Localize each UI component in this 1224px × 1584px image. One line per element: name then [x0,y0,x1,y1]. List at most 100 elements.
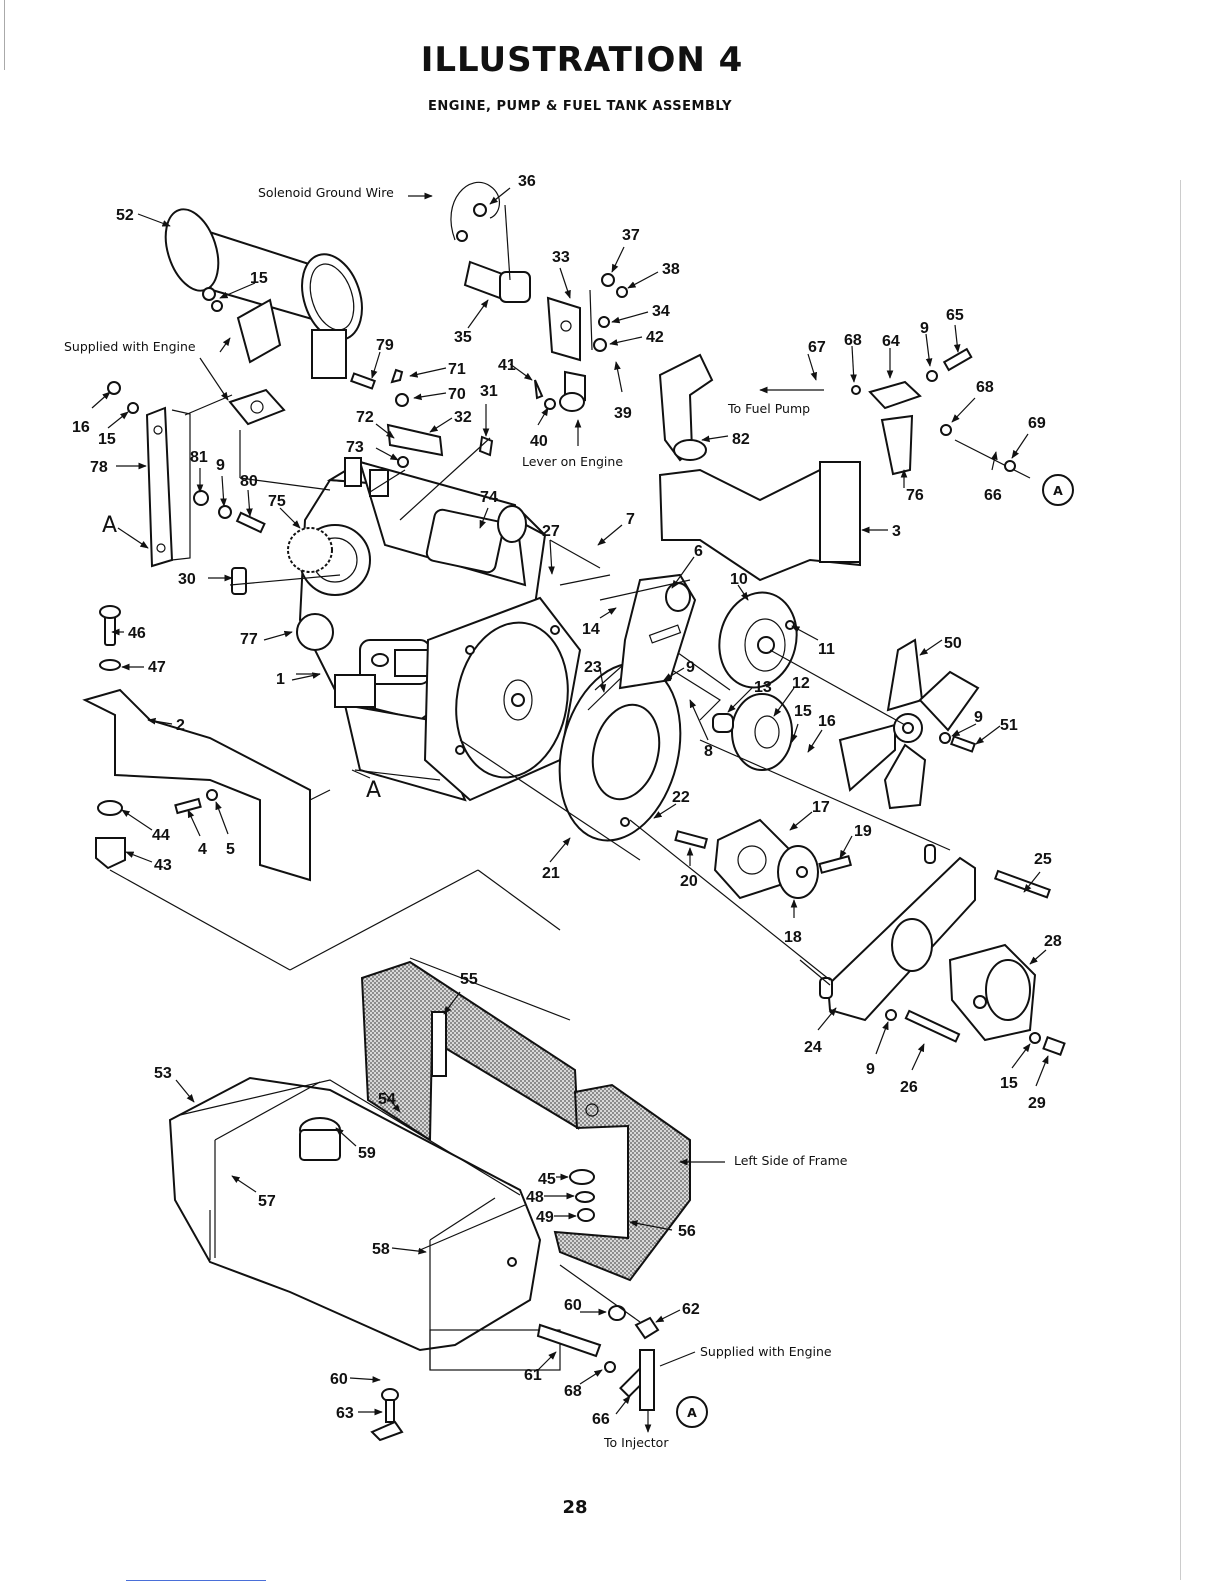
part-label: 18 [784,929,802,946]
engine-mount-frame [658,353,861,582]
part-label: 25 [1034,851,1052,868]
part-label: 52 [116,207,134,224]
part-label: 1 [276,671,285,688]
part-label: 9 [686,659,695,676]
part-label: 61 [524,1367,542,1384]
note-left-side-of-frame: Left Side of Frame [734,1153,848,1168]
part-label: 9 [866,1061,875,1078]
part-label: 35 [454,329,472,346]
lower-left-mount [82,605,311,882]
part-label: 19 [854,823,872,840]
flywheel [423,596,582,802]
part-label: 80 [240,473,258,490]
part-label: 68 [844,332,862,349]
part-label: 55 [460,971,478,988]
part-label: 33 [552,249,570,266]
note-to-fuel-pump: To Fuel Pump [727,401,810,416]
callout-a-bottom-letter: A [687,1405,697,1420]
note-solenoid-ground-wire: Solenoid Ground Wire [258,185,394,200]
part-label: 47 [148,659,166,676]
small-fasteners-upper [202,273,628,468]
note-supplied-with-engine-bottom: Supplied with Engine [700,1344,832,1359]
drive-pulley-and-belt [558,639,731,842]
part-label: 20 [680,873,698,890]
part-label: 70 [448,386,466,403]
leader-lines [109,204,951,1370]
part-label: 2 [176,717,185,734]
footer-rule [126,1580,266,1581]
part-label: 16 [818,713,836,730]
callout-a-top-letter: A [1053,483,1063,498]
part-label: 27 [542,523,560,540]
callout-a-left: A [102,513,117,538]
page-subtitle: ENGINE, PUMP & FUEL TANK ASSEMBLY [427,99,733,114]
part-label: 58 [372,1241,390,1258]
part-label: 21 [542,865,560,882]
part-label: 67 [808,339,826,356]
solenoid-assembly [450,181,586,412]
part-label: 5 [226,841,235,858]
part-label: 7 [626,511,635,528]
part-label: 12 [792,675,810,692]
part-label: 15 [1000,1075,1018,1092]
left-bracket [107,381,266,595]
part-label: 29 [1028,1095,1046,1112]
part-label: 76 [906,487,924,504]
part-label: 36 [518,173,536,190]
part-label: 34 [652,303,670,320]
part-label: 14 [582,621,600,638]
part-label: 66 [592,1411,610,1428]
muffler [164,208,363,426]
part-label: 68 [976,379,994,396]
callout-a-engine: A [366,778,381,803]
part-label: 45 [538,1171,556,1188]
part-label: 30 [178,571,196,588]
part-label: 66 [984,487,1002,504]
part-label: 26 [900,1079,918,1096]
part-label: 50 [944,635,962,652]
part-label: 74 [480,489,498,506]
part-label: 16 [72,419,90,436]
part-label: 79 [376,337,394,354]
part-label: 62 [682,1301,700,1318]
part-label: 42 [646,329,664,346]
callout-circle-a-top [1042,474,1074,506]
part-label: 37 [622,227,640,244]
note-to-injector: To Injector [603,1435,669,1450]
part-label: 9 [920,320,929,337]
part-label: 43 [154,857,172,874]
part-label: 40 [530,433,548,450]
flex-coupler [674,818,853,900]
fuel-tank [168,1076,561,1371]
part-label: 39 [614,405,632,422]
part-label: 28 [1044,933,1062,950]
callout-arrows [91,187,1049,1416]
part-label: 32 [454,409,472,426]
idler-pulleys [712,591,798,771]
scan-edge-left [4,0,5,70]
part-label: 41 [498,357,516,374]
part-label: 60 [330,1371,348,1388]
part-label: 4 [198,841,207,858]
part-label: 57 [258,1193,276,1210]
part-label: 3 [892,523,901,540]
part-label: 9 [974,709,983,726]
part-label: 51 [1000,717,1018,734]
fuel-filter [851,347,1031,479]
part-number-labels: 36 52 15 37 33 38 34 42 35 79 71 41 70 3… [72,173,1062,1428]
part-label: 69 [1028,415,1046,432]
part-label: 64 [882,333,900,350]
part-label: 9 [216,457,225,474]
part-label: 56 [678,1223,696,1240]
tank-hardware [370,1169,660,1442]
part-label: 22 [672,789,690,806]
page-number: 28 [562,1497,588,1518]
part-label: 46 [128,625,146,642]
part-label: 73 [346,439,364,456]
part-label: 23 [584,659,602,676]
part-label: 48 [526,1189,544,1206]
page-title: ILLUSTRATION 4 [420,40,744,80]
part-label: 71 [448,361,466,378]
part-label: 68 [564,1383,582,1400]
